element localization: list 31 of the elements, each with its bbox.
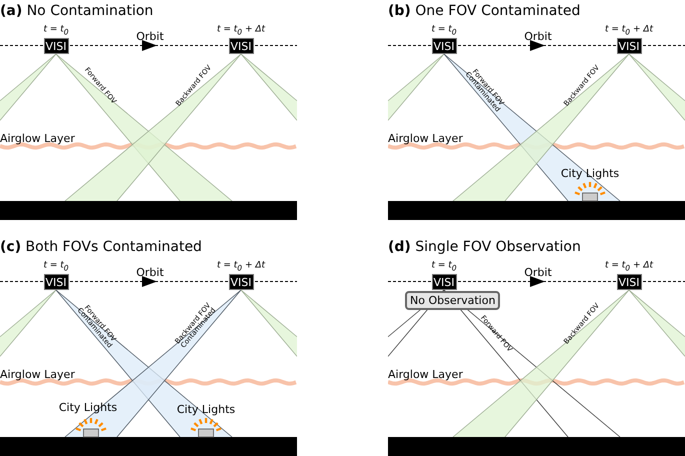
time-label: t = t$_{0}$ — [431, 25, 457, 37]
orbit-label: Orbit — [136, 30, 164, 44]
status-box: No Observation — [405, 291, 500, 310]
instrument-box: VISI — [44, 38, 68, 54]
instrument-box: VISI — [616, 274, 642, 290]
instrument-box: VISI — [228, 38, 254, 54]
instrument-box: VISI — [228, 274, 254, 290]
instrument-box: VISI — [432, 38, 456, 54]
orbit-label: Orbit — [136, 266, 164, 280]
layer-label: Airglow Layer — [0, 368, 75, 382]
time-label: t = t$_{0}$ — [43, 261, 69, 273]
panel-title: (c) Both FOVs Contaminated — [0, 239, 202, 256]
city-lights-label: City Lights — [560, 168, 620, 180]
time-label: t = t$_{0}$ + Δt — [604, 261, 654, 273]
instrument-box: VISI — [432, 274, 456, 290]
orbit-label: Orbit — [524, 266, 552, 280]
instrument-box: VISI — [616, 38, 642, 54]
instrument-box: VISI — [44, 274, 68, 290]
panel-title: (b) One FOV Contaminated — [388, 3, 580, 20]
time-label: t = t$_{0}$ + Δt — [216, 261, 266, 273]
time-label: t = t$_{0}$ + Δt — [216, 25, 266, 37]
panel-title: (a) No Contamination — [0, 3, 154, 20]
layer-label: Airglow Layer — [388, 368, 463, 382]
time-label: t = t$_{0}$ — [43, 25, 69, 37]
city-lights-label: City Lights — [176, 404, 236, 416]
layer-label: Airglow Layer — [0, 132, 75, 146]
panel-title: (d) Single FOV Observation — [388, 239, 581, 256]
time-label: t = t$_{0}$ + Δt — [604, 25, 654, 37]
layer-label: Airglow Layer — [388, 132, 463, 146]
time-label: t = t$_{0}$ — [431, 261, 457, 273]
orbit-label: Orbit — [524, 30, 552, 44]
